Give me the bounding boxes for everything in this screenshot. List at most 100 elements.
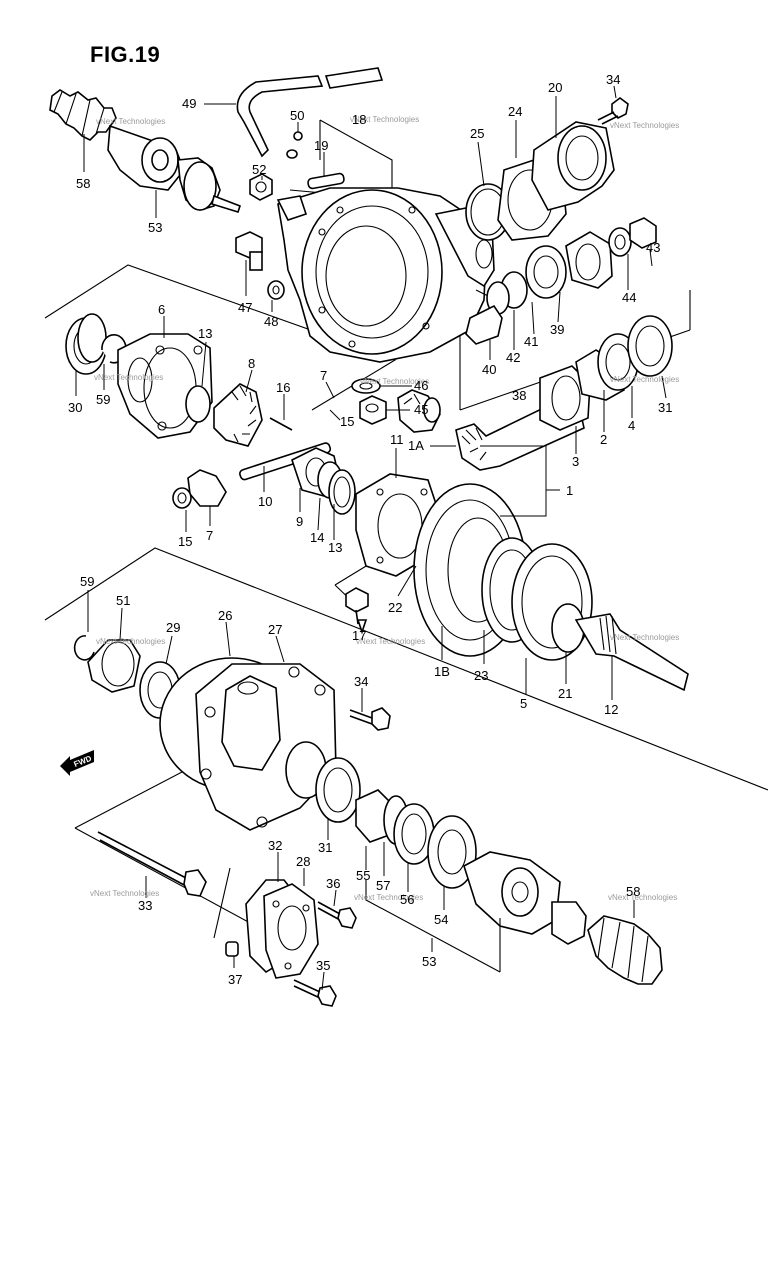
nut-43 — [629, 217, 657, 249]
bearing-31a — [627, 315, 673, 377]
callout-38: 38 — [512, 388, 526, 403]
watermark-2: vNext Technologies — [350, 115, 419, 124]
washer-13a — [185, 385, 211, 423]
side-cover-group — [225, 879, 357, 1007]
callout-13-lower: 13 — [328, 540, 342, 555]
callout-34-lower: 34 — [354, 674, 368, 689]
fwd-label: FWD — [73, 754, 93, 769]
callout-45: 45 — [414, 402, 428, 417]
callout-39: 39 — [550, 322, 564, 337]
bolt-35 — [293, 979, 337, 1007]
watermarks: vNext Technologies vNext Technologies vN… — [90, 115, 679, 902]
lower-case-group — [159, 657, 337, 831]
callout-7-upper: 7 — [320, 368, 327, 383]
rear-bearing-retainer-group — [465, 97, 629, 241]
lower-drive-shaft — [463, 851, 663, 985]
forward-direction-arrow: FWD — [60, 750, 94, 776]
callout-24: 24 — [508, 104, 522, 119]
upper-drive-shaft — [49, 89, 242, 213]
callout-8: 8 — [248, 356, 255, 371]
callout-15-lower: 15 — [178, 534, 192, 549]
callout-41: 41 — [524, 334, 538, 349]
callout-34-upper: 34 — [606, 72, 620, 87]
callout-25: 25 — [470, 126, 484, 141]
callout-1: 1 — [566, 483, 573, 498]
callout-55: 55 — [356, 868, 370, 883]
watermark-12: vNext Technologies — [608, 893, 677, 902]
breather-hose-49 — [236, 67, 384, 158]
washer-44 — [608, 227, 632, 257]
bolt-33 — [97, 831, 207, 897]
bolt-36 — [317, 901, 357, 929]
watermark-1: vNext Technologies — [96, 117, 165, 126]
callout-13-upper: 13 — [198, 326, 212, 341]
ring-50 — [286, 149, 298, 159]
callout-26: 26 — [218, 608, 232, 623]
pinion-7b — [187, 469, 227, 507]
small-parts-top — [249, 131, 345, 201]
differential-gears — [172, 383, 441, 515]
callout-31-lower: 31 — [318, 840, 332, 855]
callout-46: 46 — [414, 378, 428, 393]
pinion-flange-group — [465, 217, 657, 345]
callout-49: 49 — [182, 96, 196, 111]
callout-57: 57 — [376, 878, 390, 893]
seal-31b — [315, 757, 361, 823]
callout-58-upper: 58 — [76, 176, 90, 191]
watermark-10: vNext Technologies — [90, 889, 159, 898]
callout-1A: 1A — [408, 438, 424, 453]
side-gear-8 — [213, 383, 263, 447]
callout-10: 10 — [258, 494, 272, 509]
callout-20: 20 — [548, 80, 562, 95]
callout-48: 48 — [264, 314, 278, 329]
nut-52 — [249, 173, 273, 201]
callout-42: 42 — [506, 350, 520, 365]
callout-51: 51 — [116, 593, 130, 608]
callout-5: 5 — [520, 696, 527, 711]
callout-43: 43 — [646, 240, 660, 255]
holder-51 — [87, 639, 141, 693]
bearing-41 — [525, 245, 567, 299]
callout-21: 21 — [558, 686, 572, 701]
callout-31-upper: 31 — [658, 400, 672, 415]
leader-lines — [75, 85, 667, 991]
callout-54: 54 — [434, 912, 448, 927]
callout-32: 32 — [268, 838, 282, 853]
callout-30: 30 — [68, 400, 82, 415]
callout-29: 29 — [166, 620, 180, 635]
callout-44: 44 — [622, 290, 636, 305]
spacer-40 — [465, 304, 503, 345]
bolt-34-lower — [349, 707, 391, 731]
callout-23: 23 — [474, 668, 488, 683]
callout-53-upper: 53 — [148, 220, 162, 235]
boot-58-upper — [49, 89, 117, 141]
callout-12: 12 — [604, 702, 618, 717]
watermark-9: vNext Technologies — [610, 633, 679, 642]
callout-22: 22 — [388, 600, 402, 615]
callout-9: 9 — [296, 514, 303, 529]
bearing-3 — [539, 365, 591, 431]
callout-53-lower: 53 — [422, 954, 436, 969]
callout-17: 17 — [352, 628, 366, 643]
watermark-7: vNext Technologies — [96, 637, 165, 646]
callout-50: 50 — [290, 108, 304, 123]
watermark-5: vNext Technologies — [360, 377, 429, 386]
seal-54 — [427, 815, 477, 889]
washer-15a — [423, 397, 441, 423]
pin-19 — [307, 172, 345, 190]
callout-19: 19 — [314, 138, 328, 153]
callout-52: 52 — [252, 162, 266, 177]
callout-47: 47 — [238, 300, 252, 315]
ring-gear-group — [345, 473, 689, 692]
callout-59-lower: 59 — [80, 574, 94, 589]
watermark-4: vNext Technologies — [94, 373, 163, 382]
callout-labels: 49 50 1 8 19 52 58 53 25 24 20 34 47 48 6… — [68, 72, 672, 987]
callout-28: 28 — [296, 854, 310, 869]
washer-13b — [328, 469, 356, 515]
watermark-3: vNext Technologies — [610, 121, 679, 130]
callout-11: 11 — [390, 432, 404, 447]
nut-45-washer-46 — [351, 378, 387, 425]
callout-37: 37 — [228, 972, 242, 987]
callout-6: 6 — [158, 302, 165, 317]
clip-59b — [73, 635, 95, 661]
